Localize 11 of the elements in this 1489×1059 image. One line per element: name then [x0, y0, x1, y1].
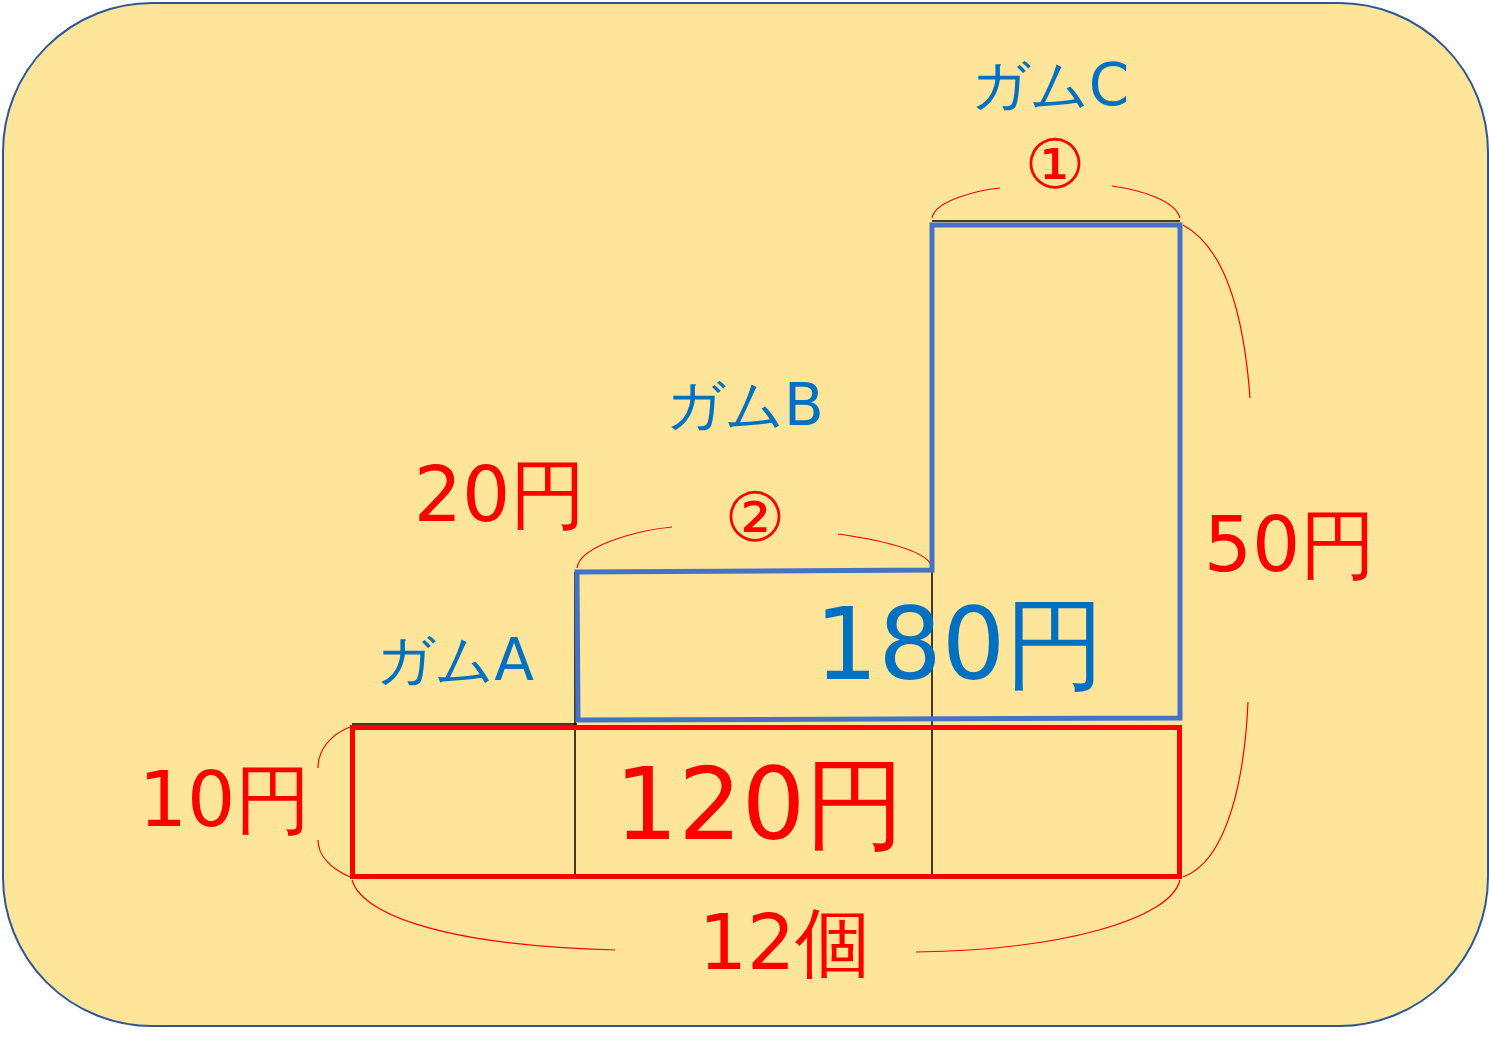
circled-number: ① [1024, 131, 1086, 199]
circled-number: ② [724, 484, 786, 552]
price-label: 20円 [413, 457, 587, 533]
area-value: 120円 [614, 755, 906, 855]
count-label: 12個 [698, 905, 872, 981]
item-name: ガムC [970, 56, 1130, 114]
price-label: 10円 [138, 762, 312, 838]
price-label: 50円 [1203, 507, 1377, 583]
item-name: ガムB [666, 376, 824, 434]
rectangle-area [350, 725, 1182, 879]
item-name: ガムA [376, 631, 534, 689]
